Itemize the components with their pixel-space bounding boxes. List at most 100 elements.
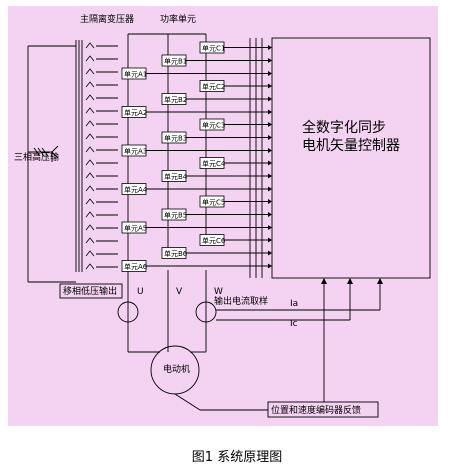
power-cell-a1: 单元A1 (121, 67, 147, 80)
signal-arrow (268, 45, 272, 50)
controller-label-line2: 电机矢量控制器 (302, 138, 400, 154)
power-cell-label: 单元C5 (202, 198, 225, 207)
main-transformer-label: 主隔离变压器 (80, 13, 134, 25)
phase-shift-output-label: 移相低压输出 (63, 285, 117, 297)
power-cell-box (121, 183, 147, 195)
figure-caption: 图1 系统原理图 (191, 450, 283, 465)
motor-circle (150, 345, 200, 395)
winding-symbol (85, 198, 95, 205)
controller-label-line1: 全数字化同步 (302, 119, 386, 136)
power-cell-label: 单元B6 (164, 249, 188, 258)
feedback-box: 位置和速度编码器反馈 (267, 401, 379, 418)
winding-symbol (85, 94, 95, 101)
power-cell-box (161, 170, 187, 182)
signal-arrow (268, 109, 272, 115)
power-cell-a4: 单元A4 (121, 183, 148, 195)
wiring (27, 33, 381, 411)
winding-symbol (85, 68, 95, 75)
power-cell-a2: 单元A2 (121, 106, 147, 118)
winding-symbol (85, 42, 95, 49)
power-cell-box (161, 93, 187, 105)
phase-w-label: W (214, 287, 223, 297)
phase-shift-output-box: 移相低压输出 (59, 283, 123, 299)
input-y-branch (51, 145, 59, 153)
winding-symbol (85, 263, 95, 270)
controller-box (271, 37, 431, 279)
power-cell-box (199, 118, 225, 131)
signal-arrow (268, 160, 272, 166)
winding-symbol (85, 185, 95, 192)
signal-arrow (268, 237, 272, 243)
power-cell-box (199, 80, 225, 92)
winding-symbol (85, 133, 95, 140)
signal-arrow (268, 96, 272, 102)
feedback-label: 位置和速度编码器反馈 (271, 404, 361, 416)
power-cell-box (161, 208, 187, 221)
winding-symbol (85, 107, 95, 114)
winding-symbol (85, 237, 95, 244)
power-cell-c5: 单元C5 (199, 195, 225, 208)
signal-arrow (268, 173, 272, 179)
power-cell-label: 单元B2 (164, 95, 187, 104)
power-cell-label: 单元C2 (202, 82, 225, 91)
power-cell-label: 单元A2 (124, 108, 147, 117)
winding-symbol (85, 81, 95, 88)
power-cell-a5: 单元A5 (121, 221, 147, 234)
power-cell-box (199, 157, 225, 169)
power-cell-label: 单元B3 (164, 134, 187, 143)
power-cell-c6: 单元C6 (199, 234, 226, 246)
ct-w (195, 301, 217, 323)
power-cell-label: 单元B4 (164, 172, 188, 181)
power-cell-box (161, 131, 187, 144)
power-cell-b6: 单元B6 (161, 247, 188, 259)
ic-label: Ic (290, 319, 298, 329)
power-cell-label: 单元A1 (124, 70, 147, 79)
signal-arrow (268, 225, 272, 230)
signal-arrow (268, 122, 272, 127)
power-cell-a3: 单元A3 (121, 144, 147, 157)
power-cells: 单元A1 单元A2 单元A3 单元A4 单元A5 单元A6 单元B1 单元B2 单元B3 单元B4… (121, 41, 226, 272)
power-cell-label: 单元B5 (164, 211, 187, 220)
signal-arrow (268, 250, 272, 256)
current-sampling-label: 输出电流取样 (214, 295, 268, 307)
power-cell-label: 单元A6 (124, 262, 148, 271)
power-cell-b2: 单元B2 (161, 93, 187, 105)
power-cell-box (161, 247, 187, 259)
signal-arrow (268, 58, 272, 63)
power-cell-b3: 单元B3 (161, 131, 187, 144)
power-cell-a6: 单元A6 (121, 260, 148, 272)
power-cell-label: 单元A3 (124, 147, 147, 156)
ia-arrow (377, 278, 383, 284)
winding-symbol (85, 146, 95, 153)
power-cell-box (121, 67, 147, 80)
ic-arrow (347, 278, 353, 284)
power-cell-box (199, 41, 225, 54)
power-cell-box (121, 144, 147, 157)
power-cell-c1: 单元C1 (199, 41, 225, 54)
components (85, 37, 431, 395)
power-cell-box (121, 106, 147, 118)
motor-label: 电动机 (163, 363, 190, 375)
winding-symbol (85, 55, 95, 62)
input-y-branch (51, 151, 59, 159)
ia-label: Ia (290, 299, 298, 309)
winding-symbol (85, 159, 95, 166)
signal-arrow (268, 71, 272, 76)
system-schematic: 主隔离变压器 功率单元 三相高压输 全数字化同步 电机矢量控制器 U V W 输… (14, 13, 431, 418)
input-slash (37, 147, 45, 157)
power-cell-c4: 单元C4 (199, 157, 226, 169)
signal-arrow (268, 263, 272, 269)
power-cell-label: 单元A5 (124, 224, 147, 233)
phase-u-label: U (137, 287, 144, 297)
feedback-arrow (321, 278, 327, 284)
winding-symbol (85, 120, 95, 127)
winding-symbol (85, 172, 95, 179)
power-cell-label: 单元C3 (202, 121, 225, 130)
phase-v-label: V (176, 287, 183, 297)
power-cell-box (161, 54, 187, 67)
power-cell-label: 单元B1 (164, 57, 187, 66)
diagram-panel (8, 6, 438, 426)
signal-arrow (268, 148, 272, 153)
power-cell-box (121, 260, 147, 272)
input-3phase-label: 三相高压输 (14, 151, 59, 163)
